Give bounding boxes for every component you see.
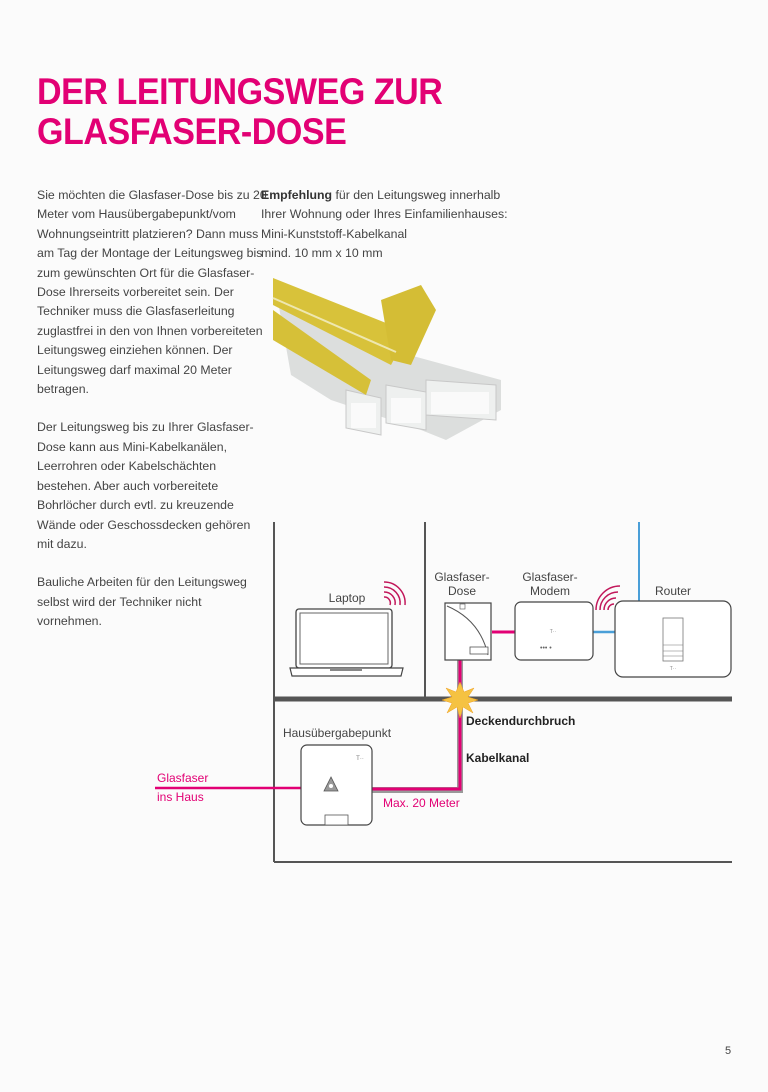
body-text-column: Sie möchten die Glasfaser-Dose bis zu 20… <box>37 186 267 651</box>
modem-label-line2: Modem <box>530 584 570 598</box>
recommendation-product: Mini-Kunststoff-Kabelkanal <box>261 226 408 241</box>
laptop-icon <box>289 608 404 677</box>
svg-text:T··: T·· <box>550 629 557 635</box>
modem-icon: T·· ••• • <box>514 601 594 661</box>
cable-duct-photo <box>272 278 501 440</box>
modem-label-line1: Glasfaser- <box>522 570 577 584</box>
ceiling-breakthrough-icon <box>441 681 479 719</box>
paragraph: Sie möchten die Glasfaser-Dose bis zu 20… <box>37 188 267 397</box>
page-number: 5 <box>725 1045 732 1057</box>
title-line-1: DER LEITUNGSWEG ZUR <box>37 71 443 112</box>
recommendation-text: für den Leitungsweg innerhalb Ihrer Wohn… <box>261 188 508 222</box>
paragraph: Der Leitungsweg bis zu Ihrer Glasfaser-D… <box>37 420 254 551</box>
recommendation-size: mind. 10 mm x 10 mm <box>261 246 383 261</box>
fiber-into-house-label-2: ins Haus <box>157 790 204 804</box>
title-line-2: GLASFASER-DOSE <box>37 111 347 152</box>
ceiling-label: Deckendurchbruch <box>466 714 575 728</box>
router-wifi-icon <box>595 585 621 611</box>
paragraph: Bauliche Arbeiten für den Leitungsweg se… <box>37 575 247 629</box>
page-title: DER LEITUNGSWEG ZUR GLASFASER-DOSE <box>37 71 443 152</box>
max-length-label: Max. 20 Meter <box>383 796 460 810</box>
recommendation-label: Empfehlung <box>261 188 333 202</box>
svg-text:••• •: ••• • <box>540 645 552 652</box>
fiber-into-house-label-1: Glasfaser <box>157 771 208 785</box>
duct-label: Kabelkanal <box>466 751 529 765</box>
fiber-socket-icon <box>444 602 492 661</box>
wifi-icon <box>383 581 406 606</box>
dose-label-line2: Dose <box>448 584 476 598</box>
svg-text:T··: T·· <box>356 756 364 762</box>
house-transfer-point-icon: T·· <box>300 744 373 826</box>
svg-text:T··: T·· <box>670 666 677 672</box>
recommendation-box: Empfehlung für den Leitungsweg innerhalb… <box>261 186 521 264</box>
router-icon: T·· <box>614 600 732 678</box>
laptop-label: Laptop <box>329 591 366 605</box>
hup-label: Hausübergabepunkt <box>283 726 392 740</box>
dose-label-line1: Glasfaser- <box>434 570 489 584</box>
router-label: Router <box>655 584 691 598</box>
